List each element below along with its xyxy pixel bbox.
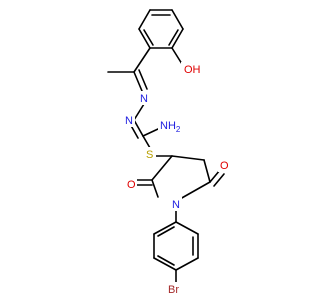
atom-n1-label: N	[140, 93, 148, 105]
atom-oh: OH	[181, 62, 205, 76]
atom-n2-label: N	[125, 115, 133, 127]
atom-n3: N	[170, 197, 182, 211]
bond-inner	[143, 29, 154, 46]
atom-o1: O	[125, 177, 137, 191]
bond	[133, 47, 151, 73]
atom-s-label: S	[146, 149, 153, 161]
bond-n-c-double	[133, 119, 144, 137]
atom-n1: N	[138, 91, 150, 105]
bond	[153, 257, 177, 271]
bond-c-n-double	[133, 71, 143, 92]
bond	[153, 221, 177, 235]
bond-c-nh2	[142, 128, 159, 137]
bond-c-o	[171, 47, 183, 65]
atom-nh2: NH2	[158, 118, 182, 134]
bond	[138, 28, 151, 49]
bond	[151, 155, 173, 181]
atom-s: S	[144, 147, 156, 161]
bond	[151, 179, 159, 198]
bond-c-n-double	[138, 69, 148, 90]
bond	[179, 181, 211, 200]
bond-inner	[157, 255, 175, 266]
hydroxyphenyl-ring	[138, 9, 184, 49]
bond-n-n	[133, 103, 145, 121]
bond-c-o-double	[213, 173, 225, 187]
atom-o2: O	[218, 158, 230, 172]
atom-o2-label: O	[220, 160, 229, 172]
atom-oh-label: OH	[184, 64, 201, 76]
atom-nh2-label: NH2	[160, 120, 181, 134]
bond	[171, 9, 184, 30]
bond-inner	[157, 226, 175, 237]
bond	[171, 155, 205, 161]
atom-n2: N	[123, 113, 135, 127]
bond	[138, 9, 151, 30]
bond	[175, 221, 199, 235]
bond	[203, 159, 211, 183]
atom-br-label: Br	[168, 284, 179, 296]
bond-c-s	[142, 135, 151, 149]
molecule-diagram: OH N N NH2 S O O N Br	[107, 9, 230, 296]
bond	[171, 28, 184, 49]
atom-n3-label: N	[172, 199, 180, 211]
atom-o1-label: O	[127, 179, 136, 191]
atom-br: Br	[166, 282, 186, 296]
bromophenyl-ring	[153, 221, 199, 271]
bond-inner	[168, 29, 179, 46]
succinimide-ring	[151, 155, 211, 200]
bond	[175, 257, 199, 271]
molecule-structure: OH N N NH2 S O O N Br	[107, 9, 230, 296]
